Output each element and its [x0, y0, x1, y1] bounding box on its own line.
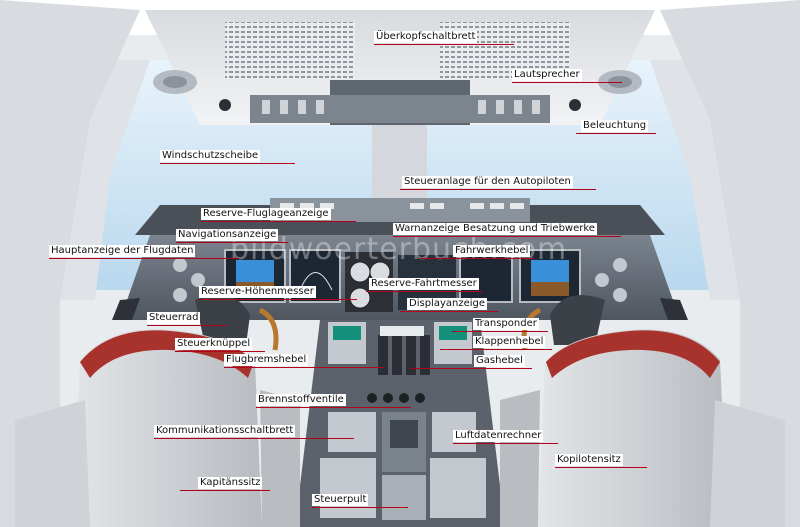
leader-displayanzeige	[400, 311, 498, 312]
label-lautsprecher: Lautsprecher	[512, 69, 582, 81]
label-flugbremshebel: Flugbremshebel	[224, 354, 309, 366]
leader-kapitaenssitz	[180, 490, 270, 491]
leader-steuerknueppel	[175, 351, 265, 352]
leader-luftdatenrechner	[453, 443, 558, 444]
label-reserve-hoehenmesser: Reserve-Höhenmesser	[199, 286, 316, 298]
label-kopilotensitz: Kopilotensitz	[555, 454, 623, 466]
leader-flugbremshebel	[224, 367, 384, 368]
label-windschutzscheibe: Windschutzscheibe	[160, 150, 261, 162]
label-steuerrad: Steuerrad	[147, 312, 201, 324]
leader-navigationsanzeige	[176, 242, 288, 243]
leader-kopilotensitz	[555, 467, 647, 468]
leader-ueberkopfschaltbrett	[374, 44, 514, 45]
leader-fahrwerkhebel	[420, 258, 535, 259]
label-reserve-fahrtmesser: Reserve-Fahrtmesser	[369, 278, 479, 290]
leader-lautsprecher	[512, 82, 622, 83]
label-hauptanzeige: Hauptanzeige der Flugdaten	[49, 245, 196, 257]
leader-autopilot	[400, 189, 596, 190]
leader-reserve-hoehenmesser	[199, 299, 357, 300]
leader-gashebel	[410, 368, 532, 369]
label-beleuchtung: Beleuchtung	[581, 120, 649, 132]
first-officer-seat-back	[538, 329, 728, 527]
label-warnanzeige: Warnanzeige Besatzung und Triebwerke	[393, 223, 597, 235]
label-autopilot: Steueranlage für den Autopiloten	[402, 176, 573, 188]
leader-steuerrad	[147, 325, 227, 326]
label-navigationsanzeige: Navigationsanzeige	[176, 229, 279, 241]
label-kapitaenssitz: Kapitänssitz	[198, 477, 263, 489]
leader-brennstoffventile	[256, 407, 411, 408]
leader-warnanzeige	[393, 236, 621, 237]
leader-klappenhebel	[440, 349, 552, 350]
label-fahrwerkhebel: Fahrwerkhebel	[453, 245, 531, 257]
first-officer-yoke	[550, 295, 605, 345]
captain-yoke	[195, 295, 250, 345]
label-kommunikationsschaltbrett: Kommunikationsschaltbrett	[154, 425, 296, 437]
label-steuerpult: Steuerpult	[312, 494, 369, 506]
leader-transponder	[452, 331, 548, 332]
leader-reserve-fahrtmesser	[366, 291, 482, 292]
label-luftdatenrechner: Luftdatenrechner	[453, 430, 544, 442]
leader-windschutzscheibe	[160, 163, 295, 164]
leader-beleuchtung	[576, 133, 656, 134]
label-transponder: Transponder	[473, 318, 539, 330]
leader-kommunikationsschaltbrett	[154, 438, 354, 439]
label-displayanzeige: Displayanzeige	[407, 298, 488, 310]
label-ueberkopfschaltbrett: Überkopfschaltbrett	[374, 31, 478, 43]
label-gashebel: Gashebel	[474, 355, 525, 367]
label-reserve-fluglageanzeige: Reserve-Fluglageanzeige	[201, 208, 331, 220]
label-steuerknueppel: Steuerknüppel	[175, 338, 253, 350]
leader-reserve-fluglageanzeige	[201, 221, 356, 222]
leader-hauptanzeige	[49, 258, 239, 259]
label-klappenhebel: Klappenhebel	[473, 336, 546, 348]
leader-steuerpult	[312, 507, 408, 508]
label-brennstoffventile: Brennstoffventile	[256, 394, 346, 406]
